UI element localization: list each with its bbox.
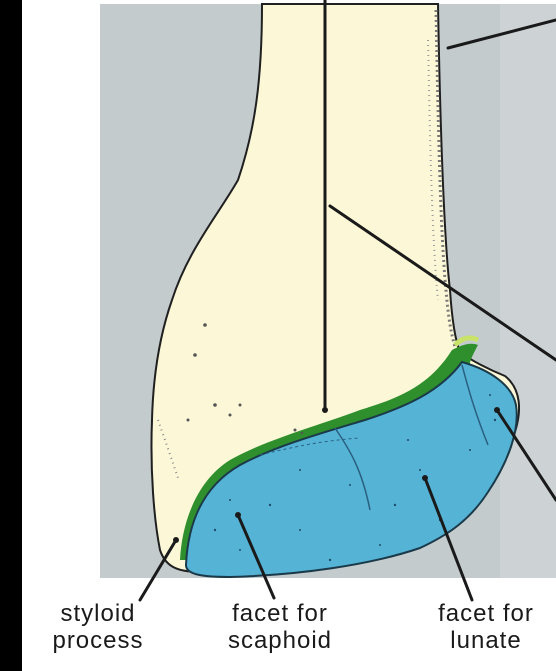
label-facet-scaphoid: facet for scaphoid: [210, 600, 350, 654]
label-styloid-process: styloid process: [28, 600, 168, 654]
label-scaphoid-line2: scaphoid: [210, 627, 350, 654]
label-styloid-line2: process: [28, 627, 168, 654]
label-lunate-line2: lunate: [418, 627, 554, 654]
label-scaphoid-line1: facet for: [210, 600, 350, 627]
label-lunate-line1: facet for: [418, 600, 554, 627]
left-frame-band: [0, 0, 22, 671]
label-styloid-line1: styloid: [28, 600, 168, 627]
panel-right-shade: [500, 4, 556, 578]
label-facet-lunate: facet for lunate: [418, 600, 554, 654]
